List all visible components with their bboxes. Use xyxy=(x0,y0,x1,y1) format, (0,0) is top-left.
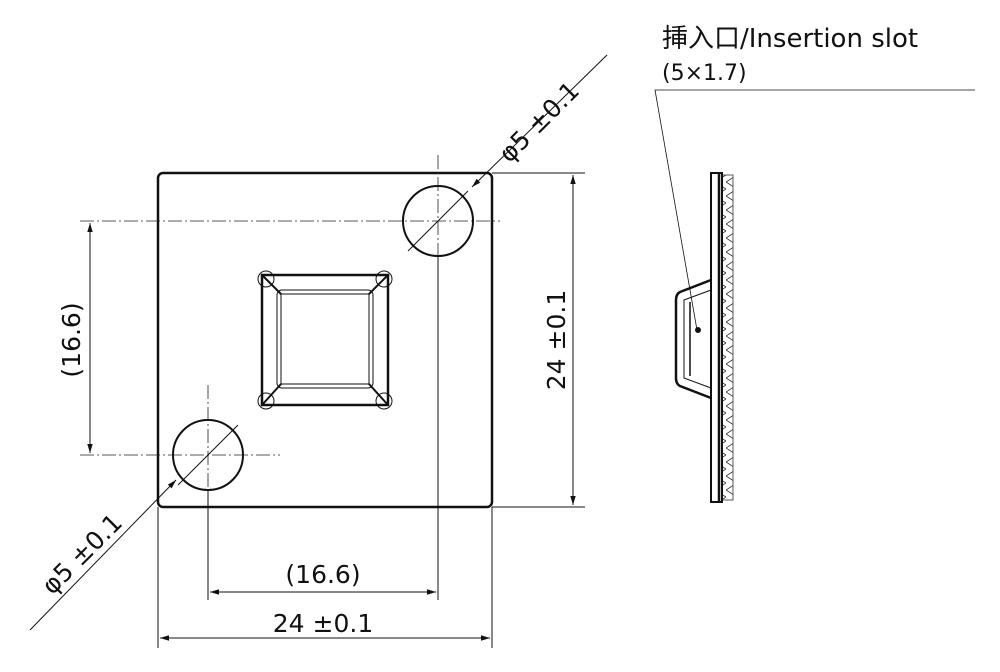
insertion-slot-size: (5×1.7) xyxy=(662,61,747,86)
horizontal-pitch-dimension: (16.6) xyxy=(285,560,360,589)
label-leader xyxy=(654,89,975,331)
insertion-slot-label: 挿入口/Insertion slot xyxy=(662,24,918,54)
center-boss xyxy=(257,270,393,410)
side-view xyxy=(674,172,734,503)
plate-outline xyxy=(156,171,494,509)
height-dimension: 24 ±0.1 xyxy=(542,290,571,390)
hole-top-dimension: φ5 ±0.1 xyxy=(493,76,585,168)
vertical-pitch-dimension: (16.6) xyxy=(57,302,86,377)
dimensions xyxy=(29,54,608,648)
width-dimension: 24 ±0.1 xyxy=(273,609,373,638)
hole-bottom-dimension: φ5 ±0.1 xyxy=(36,508,128,600)
